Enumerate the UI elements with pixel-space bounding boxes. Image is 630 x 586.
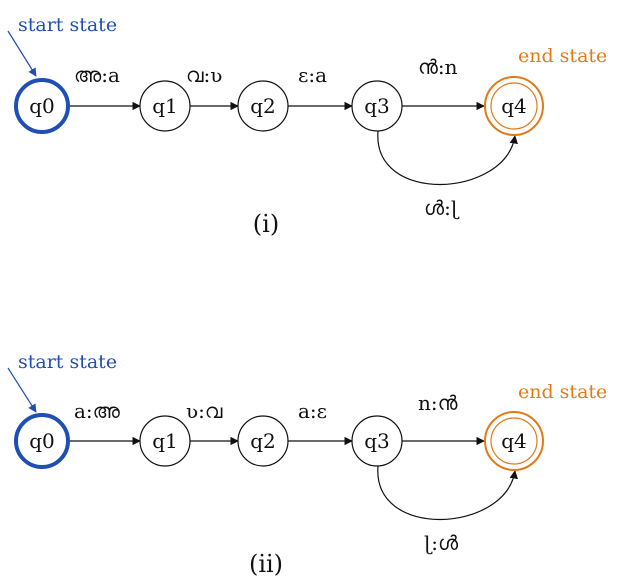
- edge-label-q3-q4: ൻ:n: [418, 55, 458, 79]
- edge-label-q3-q4-curved: ൾ:ɭ: [424, 196, 460, 220]
- end-state-annotation: end state: [518, 381, 607, 403]
- start-state-annotation: start state: [18, 351, 117, 373]
- state-q1: [139, 80, 191, 132]
- state-label-q0: q0: [29, 429, 55, 453]
- state-label-q4: q4: [501, 94, 527, 118]
- start-pointer-arrow: [7, 367, 37, 413]
- state-label-q3: q3: [364, 94, 390, 118]
- state-q2: [237, 415, 289, 467]
- edge-label-q3-q4-curved: ɭ:ൾ: [424, 531, 459, 555]
- edge-q3-q4-curved: [377, 130, 518, 185]
- state-q3: [351, 415, 403, 467]
- state-label-q3: q3: [364, 429, 390, 453]
- state-label-q2: q2: [250, 94, 276, 118]
- caption-i: (i): [253, 210, 279, 238]
- edge-label-q1-q2: വ:ʋ: [186, 63, 222, 87]
- diagram-ii: start state end state a:അ ʋ:വ a:ɛ n:ൻ ɭ:…: [7, 351, 607, 578]
- state-q0-start: [14, 413, 70, 469]
- diagram-i: start state end state അ:a വ:ʋ ɛ:a ൻ:n ൾ:…: [7, 14, 607, 238]
- state-q2: [237, 80, 289, 132]
- edge-label-q3-q4: n:ൻ: [418, 391, 458, 415]
- state-label-q4: q4: [501, 429, 527, 453]
- edge-q3-q4-curved: [377, 465, 518, 520]
- state-label-q1: q1: [152, 94, 178, 118]
- edge-label-q2-q3: a:ɛ: [298, 399, 327, 423]
- state-q3: [351, 80, 403, 132]
- state-label-q1: q1: [152, 429, 178, 453]
- start-pointer-arrow: [7, 30, 37, 77]
- state-q0-start: [14, 78, 70, 134]
- state-q4-accept-inner: [490, 82, 538, 130]
- start-state-annotation: start state: [18, 14, 117, 36]
- state-label-q0: q0: [29, 94, 55, 118]
- state-q1: [139, 415, 191, 467]
- end-state-annotation: end state: [518, 45, 607, 67]
- edge-label-q1-q2: ʋ:വ: [186, 399, 223, 423]
- edge-label-q0-q1: a:അ: [74, 399, 121, 423]
- state-label-q2: q2: [250, 429, 276, 453]
- edge-label-q2-q3: ɛ:a: [298, 63, 327, 87]
- caption-ii: (ii): [249, 550, 283, 578]
- state-q4-accept-inner: [490, 417, 538, 465]
- edge-label-q0-q1: അ:a: [74, 63, 120, 87]
